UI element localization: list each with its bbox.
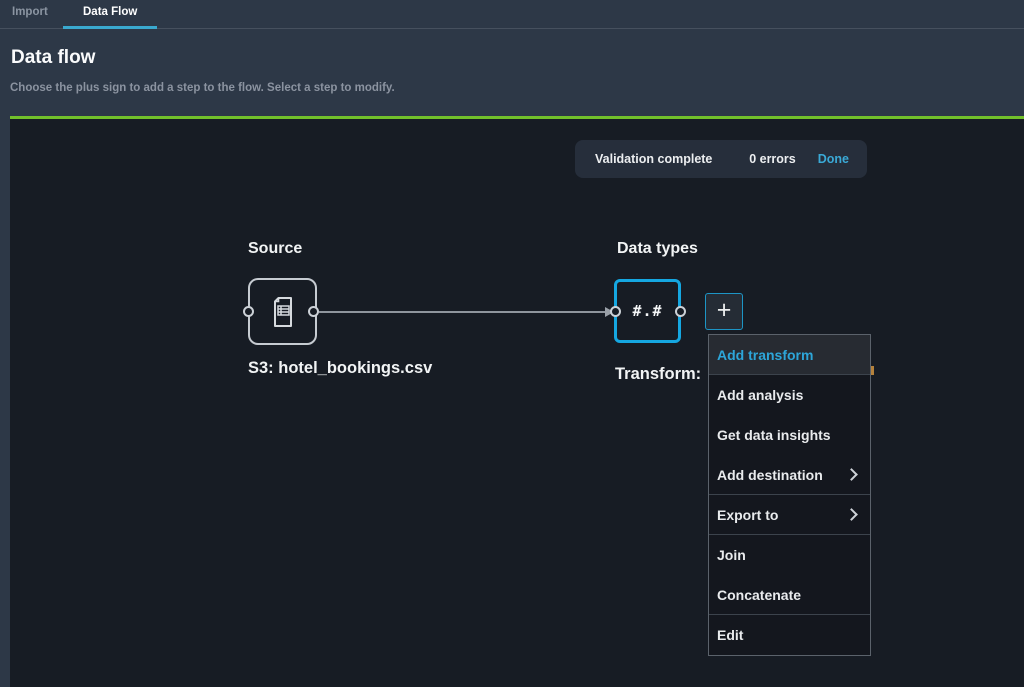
submenu-chevron-right-icon xyxy=(845,508,858,521)
menu-item-label: Add destination xyxy=(717,466,823,483)
active-tab-indicator xyxy=(63,26,157,29)
page-title: Data flow xyxy=(11,47,96,68)
flow-canvas[interactable]: Validation complete 0 errors Done Source… xyxy=(10,116,1024,687)
menu-item-label: Get data insights xyxy=(717,427,831,443)
flow-edge-arrowhead-icon xyxy=(605,306,614,317)
page-subtitle: Choose the plus sign to add a step to th… xyxy=(10,82,395,94)
source-node[interactable] xyxy=(248,278,317,345)
data-types-input-port[interactable] xyxy=(610,306,621,317)
tab-import[interactable]: Import xyxy=(12,6,48,18)
tab-data-flow[interactable]: Data Flow xyxy=(83,6,138,18)
menu-item-edit[interactable]: Edit xyxy=(709,615,870,655)
data-types-node-label: Data types xyxy=(617,240,698,257)
occluded-text-fragment xyxy=(871,366,874,375)
validation-banner: Validation complete 0 errors Done xyxy=(575,140,867,178)
source-output-port[interactable] xyxy=(308,306,319,317)
validation-done-link[interactable]: Done xyxy=(817,152,849,166)
add-step-context-menu: Add transform Add analysis Get data insi… xyxy=(708,334,871,656)
menu-item-add-transform[interactable]: Add transform xyxy=(709,335,870,375)
menu-item-label: Edit xyxy=(717,627,744,643)
flow-edge xyxy=(319,311,605,313)
menu-item-join[interactable]: Join xyxy=(709,535,870,575)
source-node-label: Source xyxy=(248,240,303,257)
menu-item-label: Join xyxy=(717,547,746,563)
data-types-output-port[interactable] xyxy=(675,306,686,317)
numeric-type-icon: #.# xyxy=(632,302,663,320)
menu-item-export-to[interactable]: Export to xyxy=(709,495,870,535)
data-types-node[interactable]: #.# xyxy=(614,279,681,343)
menu-item-add-analysis[interactable]: Add analysis xyxy=(709,375,870,415)
menu-item-add-destination[interactable]: Add destination xyxy=(709,455,870,495)
document-icon xyxy=(270,296,296,328)
menu-item-label: Add transform xyxy=(717,346,814,363)
menu-item-label: Concatenate xyxy=(717,586,802,603)
menu-item-concatenate[interactable]: Concatenate xyxy=(709,575,870,615)
plus-icon: + xyxy=(716,296,732,324)
source-node-caption: S3: hotel_bookings.csv xyxy=(248,359,433,377)
submenu-chevron-right-icon xyxy=(845,468,858,481)
data-types-node-caption: Transform: xyxy=(615,365,702,383)
source-input-port[interactable] xyxy=(243,306,254,317)
tab-bar: Import Data Flow xyxy=(0,0,1024,29)
menu-item-label: Add analysis xyxy=(717,387,804,403)
menu-item-label: Export to xyxy=(717,506,779,523)
validation-error-count: 0 errors xyxy=(749,152,796,166)
menu-item-get-data-insights[interactable]: Get data insights xyxy=(709,415,870,455)
validation-message: Validation complete xyxy=(595,152,713,166)
add-step-button[interactable]: + xyxy=(705,293,743,330)
